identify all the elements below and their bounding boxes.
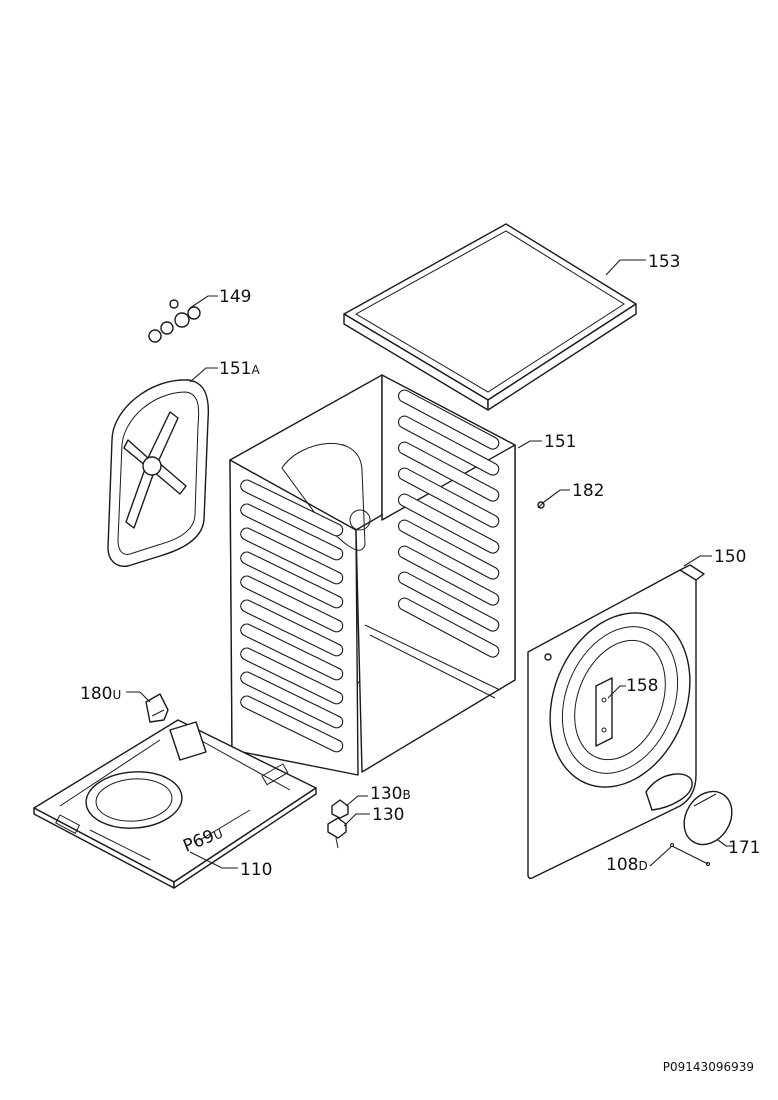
callout-110: 110 — [240, 860, 272, 880]
left-side-slots — [240, 479, 344, 753]
hinge-part — [595, 677, 613, 747]
callout-108d: 108D — [606, 855, 648, 875]
latch-part — [145, 693, 169, 723]
callout-130b-main: 130 — [370, 784, 402, 804]
leader-lines — [126, 259, 734, 869]
callout-130: 130 — [372, 805, 404, 825]
callout-150: 150 — [714, 547, 746, 567]
rear-cover-plate-part — [107, 379, 210, 567]
callout-108d-main: 108 — [606, 855, 638, 875]
callout-151a: 151A — [219, 359, 260, 379]
fitting-parts — [148, 299, 201, 343]
feet-parts — [327, 799, 349, 849]
callout-149: 149 — [219, 287, 251, 307]
top-panel-part — [343, 223, 637, 411]
callout-153: 153 — [648, 252, 680, 272]
callout-180u-suffix: U — [112, 688, 121, 702]
callout-130b-suffix: B — [402, 788, 410, 802]
document-number: P09143096939 — [662, 1060, 754, 1074]
callout-108d-suffix: D — [638, 859, 647, 873]
callout-171: 171 — [728, 838, 760, 858]
callout-180u: 180U — [80, 684, 121, 704]
callout-130b: 130B — [370, 784, 411, 804]
callout-151a-main: 151 — [219, 359, 251, 379]
cabinet-part — [229, 374, 516, 776]
screw-part — [537, 501, 545, 509]
filter-door-part — [683, 790, 733, 846]
callout-182: 182 — [572, 481, 604, 501]
callout-180u-main: 180 — [80, 684, 112, 704]
base-frame-part — [33, 719, 317, 889]
callout-158: 158 — [626, 676, 658, 696]
right-side-slots — [397, 389, 500, 658]
callout-151a-suffix: A — [251, 363, 260, 377]
callout-151: 151 — [544, 432, 576, 452]
